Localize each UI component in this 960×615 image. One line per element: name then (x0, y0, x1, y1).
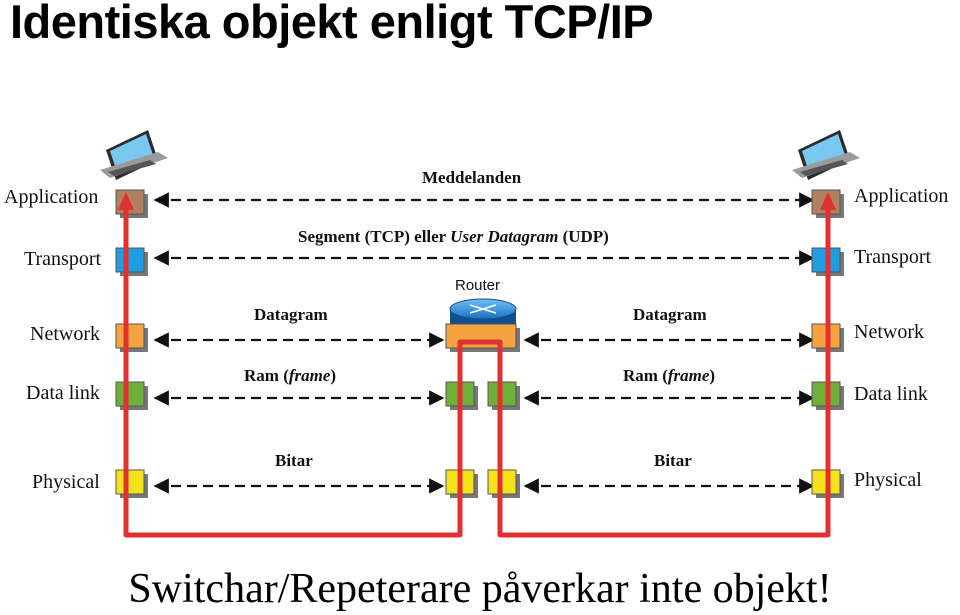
layer-label-right-datalink: Data link (854, 383, 928, 405)
box-network-left (115, 323, 145, 349)
router-label: Router (455, 277, 501, 294)
laptop-left-icon (100, 130, 168, 180)
path-arrowhead-left (118, 192, 134, 210)
box-physical-left (115, 469, 145, 495)
pdu-arrows (153, 192, 815, 494)
router-stack (445, 323, 520, 498)
layer-label-left-datalink: Data link (26, 382, 100, 404)
layer-label-right-transport: Transport (854, 246, 932, 268)
box-datalink-left (115, 381, 145, 407)
pdu-label-bits-left: Bitar (275, 451, 313, 470)
page-title: Identiska objekt enligt TCP/IP (10, 0, 654, 48)
path-arrowhead-right (820, 192, 836, 210)
laptop-right-icon (792, 130, 860, 180)
layer-label-left-transport: Transport (24, 248, 102, 270)
box-transport-left (115, 247, 145, 273)
pdu-label-segment: Segment (TCP) eller User Datagram (UDP) (298, 227, 609, 246)
pdu-label-bits-right: Bitar (654, 451, 692, 470)
layer-label-right-network: Network (854, 321, 924, 343)
left-stack (115, 189, 148, 498)
layer-label-left-application: Application (4, 186, 99, 208)
layer-label-right-application: Application (854, 185, 949, 207)
layer-label-left-network: Network (30, 323, 100, 345)
layer-label-left-physical: Physical (32, 471, 100, 493)
pdu-label-datagram-left: Datagram (254, 305, 328, 324)
data-path (123, 197, 831, 538)
pdu-label-frame-left: Ram (frame) (244, 366, 337, 385)
layer-label-right-physical: Physical (854, 469, 922, 491)
pdu-label-datagram-right: Datagram (633, 305, 707, 324)
footer-note: Switchar/Repeterare påverkar inte objekt… (128, 566, 832, 612)
pdu-label-messages: Meddelanden (422, 168, 522, 187)
router-icon (449, 298, 517, 325)
pdu-label-frame-right: Ram (frame) (623, 366, 716, 385)
